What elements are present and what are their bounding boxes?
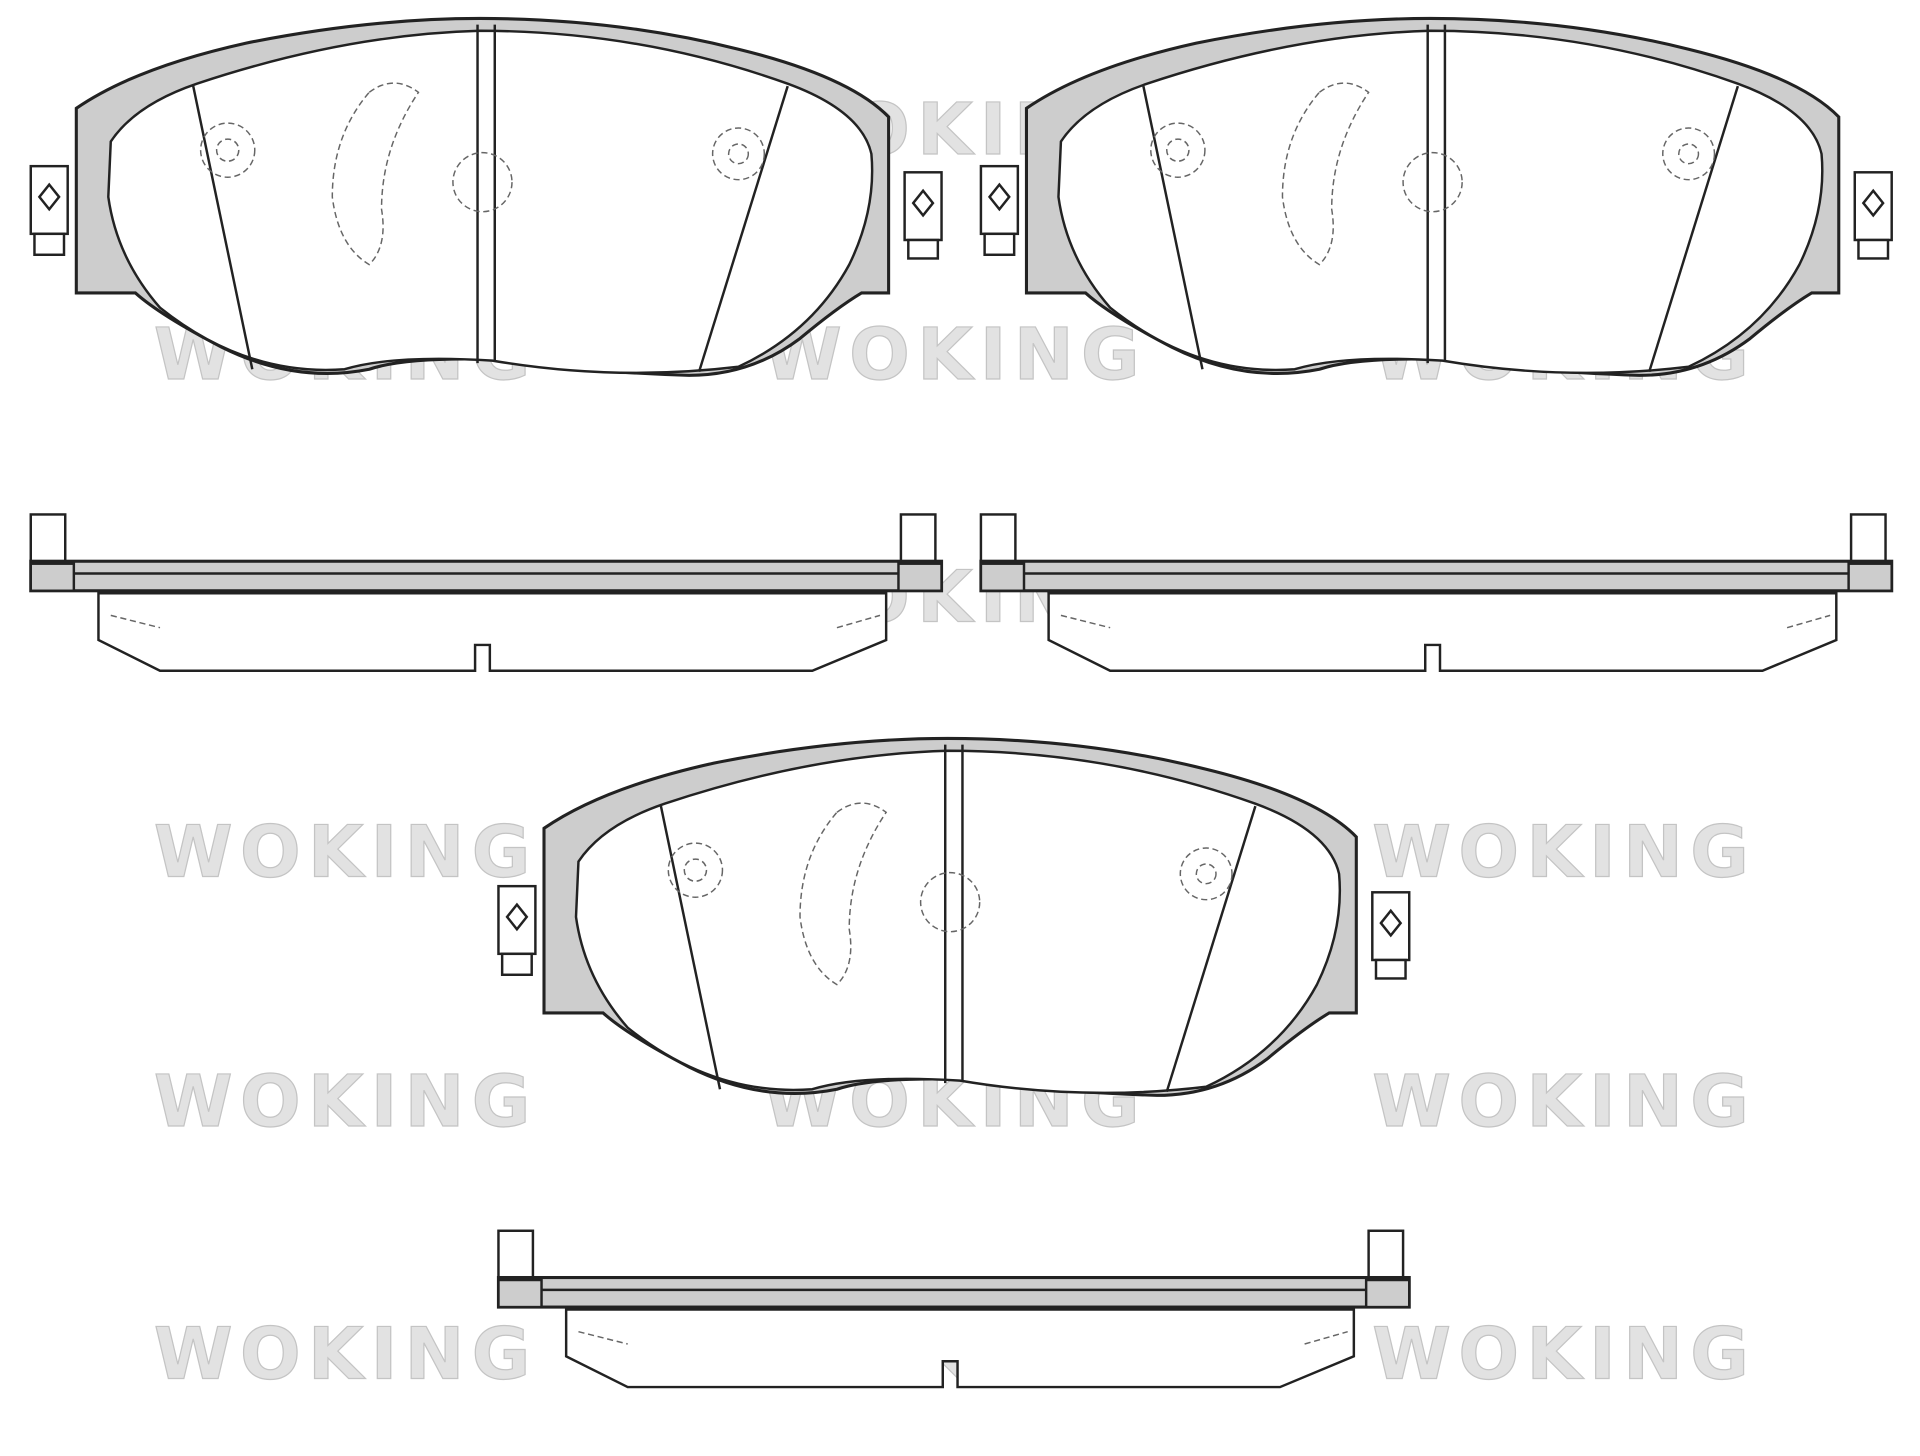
watermark: WOKING <box>154 1060 538 1143</box>
brake-pad-side-view-2 <box>979 512 1894 673</box>
watermark: WOKING <box>154 810 538 893</box>
brake-pad-side-view-1 <box>29 512 944 673</box>
watermark: WOKING <box>1372 1312 1756 1395</box>
watermark: WOKING <box>1372 810 1756 893</box>
watermark: WOKING <box>1372 1060 1756 1143</box>
brake-pad-front-view-3 <box>496 736 1411 1097</box>
watermark: WOKING <box>763 313 1147 396</box>
watermark: WOKING <box>154 1312 538 1395</box>
